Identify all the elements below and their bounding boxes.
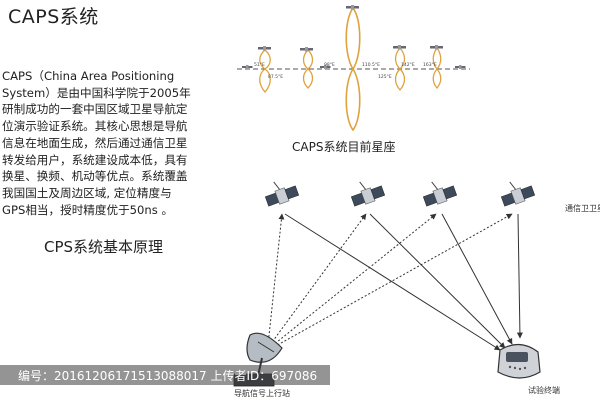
terminal-label: 试验终端: [528, 386, 560, 395]
satellite-icon: [264, 181, 300, 207]
terminal-device-icon: [497, 343, 541, 379]
watermark-text: 编号：20161206171513088017 上传者ID：697086: [18, 369, 318, 383]
constellation-diagram: 51°E 87.5°E 98°E 110.5°E 125°E 142°E 163…: [237, 5, 470, 132]
page-title: CAPS系统: [8, 6, 99, 28]
satellite-icon: [320, 65, 331, 69]
satellite-icon: [455, 65, 466, 69]
constellation-caption: CAPS系统目前星座: [292, 140, 396, 154]
orbit-figure8: [302, 49, 314, 89]
satellite-icon: [346, 5, 359, 10]
description-line: 转发给用户，系统建设成本低，具有: [2, 152, 188, 167]
description-line: 换星、换频、机动等优点。系统覆盖: [2, 169, 188, 184]
description-line: CAPS（China Area Positioning: [2, 69, 175, 83]
ground-station-label: 导航信号上行站: [234, 389, 290, 398]
orbit-figure8-large: [345, 6, 361, 132]
description-line: System）是由中国科学院于2005年: [2, 85, 191, 100]
watermark-bar: [0, 365, 330, 385]
orbit-figure8: [394, 47, 406, 91]
longitude-label: 163°E: [423, 62, 437, 68]
longitude-label: 51°E: [254, 62, 265, 68]
longitude-label: 98°E: [324, 62, 335, 68]
description-line: GPS相当，授时精度优于50ns 。: [2, 202, 174, 217]
satellite-icon: [393, 45, 406, 50]
description-line: 位演示验证系统。其核心思想是导航: [2, 119, 188, 134]
satellite-icon: [242, 65, 253, 69]
comm-satellites: [264, 181, 536, 207]
orbit-figure8: [259, 49, 271, 93]
satellite-icon: [300, 47, 313, 52]
description-line: 研制成功的一套中国区域卫星导航定: [2, 102, 188, 117]
longitude-label: 110.5°E: [362, 62, 380, 68]
satellite-icon: [350, 181, 386, 207]
description-line: 我国国土及周边区域, 定位精度与: [2, 185, 172, 200]
longitude-label: 142°E: [401, 62, 415, 68]
satellite-icon: [430, 45, 443, 50]
downlink-lines: [284, 213, 523, 351]
principle-title: CPS系统基本原理: [44, 238, 164, 256]
longitude-label: 125°E: [378, 74, 392, 80]
satellite-icon: [500, 181, 536, 207]
satellite-icon: [258, 46, 271, 51]
orbit-figure8: [432, 46, 442, 90]
comm-satellite-label: 通信卫卫星: [565, 204, 600, 213]
uplink-lines: [267, 213, 513, 348]
satellite-icon: [422, 181, 458, 207]
longitude-label: 87.5°E: [268, 74, 283, 80]
description-paragraph: CAPS（China Area Positioning System）是由中国科…: [2, 68, 207, 218]
description-line: 信息在地面生成，然后通过通信卫星: [2, 135, 188, 150]
